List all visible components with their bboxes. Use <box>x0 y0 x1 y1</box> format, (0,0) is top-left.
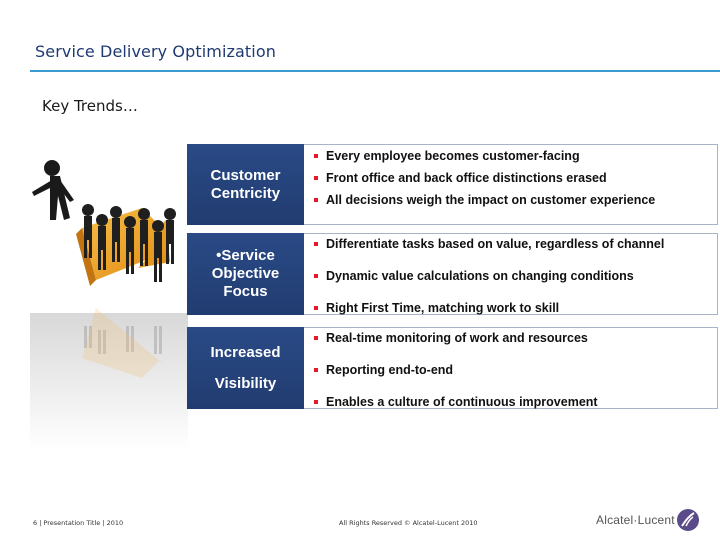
list-item: Front office and back office distinction… <box>314 171 607 185</box>
list-item: Differentiate tasks based on value, rega… <box>314 237 664 251</box>
list-item: Reporting end-to-end <box>314 363 453 377</box>
trend-label-line: Objective <box>211 265 280 282</box>
title-divider <box>30 70 720 72</box>
alcatel-lucent-logo-icon <box>677 509 699 531</box>
list-item: Enables a culture of continuous improvem… <box>314 395 598 409</box>
trend-label-line: Increased <box>210 344 281 361</box>
list-item: All decisions weigh the impact on custom… <box>314 193 655 207</box>
list-item: Right First Time, matching work to skill <box>314 301 559 315</box>
alcatel-lucent-logo: Alcatel·Lucent <box>596 507 700 533</box>
trend-label-line: Centricity <box>210 185 281 202</box>
footer-copyright: All Rights Reserved © Alcatel-Lucent 201… <box>339 519 478 527</box>
trend-row-service-objective-focus: •Service Objective Focus Differentiate t… <box>187 233 718 315</box>
list-item: Dynamic value calculations on changing c… <box>314 269 634 283</box>
trend-label-line: Visibility <box>214 375 277 392</box>
trend-row-customer-centricity: Customer Centricity Every employee becom… <box>187 144 718 225</box>
trend-bullet-list: Real-time monitoring of work and resourc… <box>304 327 718 409</box>
trend-row-increased-visibility: Increased Visibility Real-time monitorin… <box>187 327 718 409</box>
trend-label: Customer Centricity <box>187 144 304 225</box>
slide-title: Service Delivery Optimization <box>35 42 276 61</box>
trend-bullet-list: Every employee becomes customer-facing F… <box>304 144 718 225</box>
trend-label-line: •Service <box>216 247 275 264</box>
trend-label: Increased Visibility <box>187 327 304 409</box>
slide-subtitle: Key Trends… <box>42 97 138 115</box>
leader-figures-illustration <box>30 160 188 450</box>
trend-label-line: Customer <box>210 167 281 184</box>
trend-label: •Service Objective Focus <box>187 233 304 315</box>
logo-text: Alcatel·Lucent <box>596 513 675 527</box>
trend-label-line: Focus <box>223 283 268 300</box>
footer-page-info: 6 | Presentation Title | 2010 <box>33 519 124 527</box>
list-item: Every employee becomes customer-facing <box>314 149 580 163</box>
list-item: Real-time monitoring of work and resourc… <box>314 331 588 345</box>
trend-bullet-list: Differentiate tasks based on value, rega… <box>304 233 718 315</box>
